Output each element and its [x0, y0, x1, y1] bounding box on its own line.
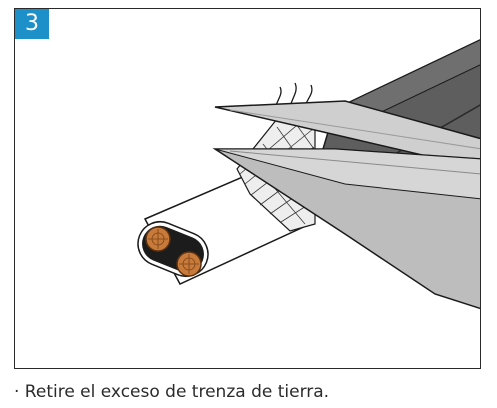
illustration-panel: 3 [14, 8, 481, 369]
scissors-lower-blade [212, 148, 480, 310]
scissors-upper-blade [214, 100, 480, 170]
cable-cutting-illustration [137, 39, 480, 310]
instruction-caption: · Retire el exceso de trenza de tierra. [14, 382, 330, 402]
step-number-badge: 3 [15, 9, 49, 39]
